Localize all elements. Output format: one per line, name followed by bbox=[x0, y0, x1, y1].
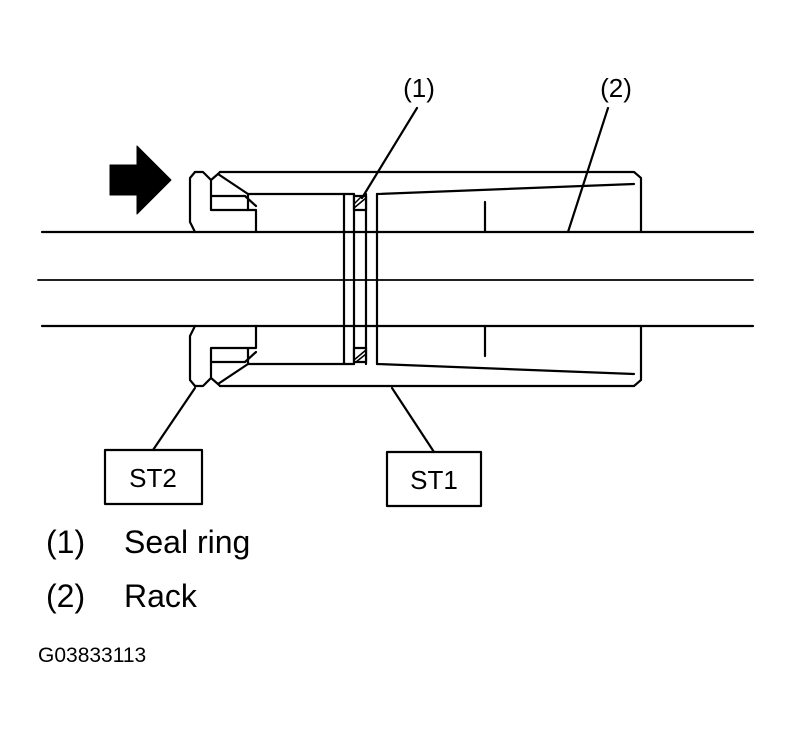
leader-line-2 bbox=[566, 106, 610, 234]
right-arrow-icon bbox=[109, 145, 172, 215]
st2-label: ST2 bbox=[129, 463, 177, 493]
st1-tool-upper bbox=[218, 170, 643, 234]
legend-number: (2) bbox=[46, 578, 86, 614]
rack bbox=[37, 230, 755, 328]
st2-tool-lower bbox=[193, 324, 258, 388]
legend-item: (1) Seal ring bbox=[46, 524, 250, 561]
callout-2: (2) bbox=[600, 73, 632, 103]
st1-label-box bbox=[385, 450, 483, 508]
legend-label: Rack bbox=[124, 578, 197, 614]
callout-1: (1) bbox=[403, 73, 435, 103]
leader-line-st2 bbox=[151, 386, 197, 452]
legend-item: (2) Rack bbox=[46, 578, 197, 615]
st2-label-box bbox=[103, 448, 204, 506]
seal-ring bbox=[342, 192, 379, 366]
st1-tool-lower bbox=[218, 324, 643, 388]
leader-line-1 bbox=[360, 106, 419, 200]
st2-tool-upper bbox=[193, 170, 258, 234]
st1-label: ST1 bbox=[410, 465, 458, 495]
legend-number: (1) bbox=[46, 524, 86, 560]
legend-label: Seal ring bbox=[124, 524, 251, 560]
figure-id: G03833113 bbox=[38, 644, 147, 667]
leader-line-st1 bbox=[390, 386, 436, 454]
